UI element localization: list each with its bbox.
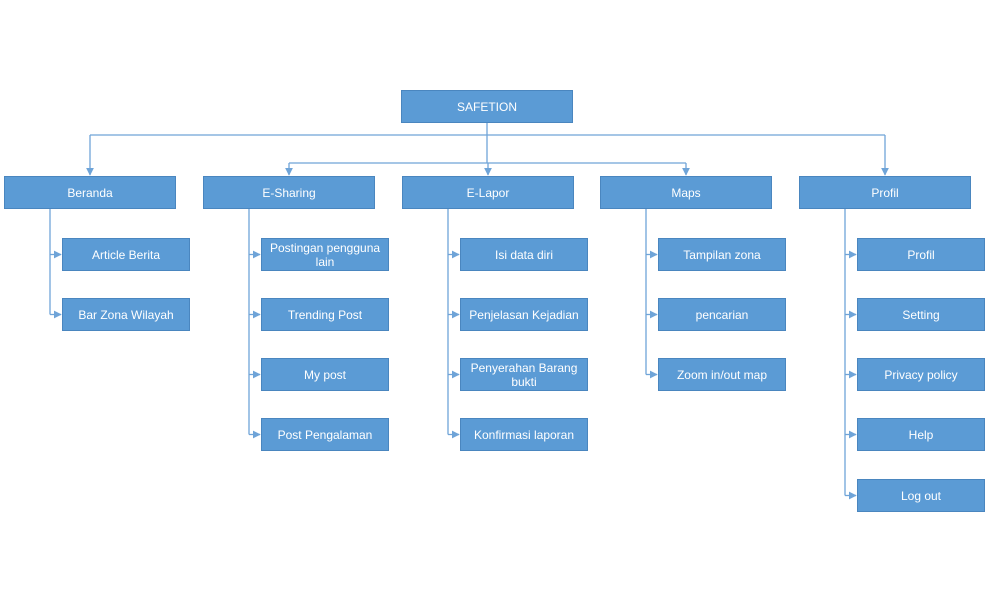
child-node-2-1: Penjelasan Kejadian <box>460 298 588 331</box>
child-node-4-1: Setting <box>857 298 985 331</box>
child-node-1-2: My post <box>261 358 389 391</box>
child-node-3-1: pencarian <box>658 298 786 331</box>
child-node-2-3: Konfirmasi laporan <box>460 418 588 451</box>
category-node-e-sharing: E-Sharing <box>203 176 375 209</box>
child-node-1-3: Post Pengalaman <box>261 418 389 451</box>
root-node: SAFETION <box>401 90 573 123</box>
category-node-profil: Profil <box>799 176 971 209</box>
category-node-maps: Maps <box>600 176 772 209</box>
child-node-0-0: Article Berita <box>62 238 190 271</box>
child-node-1-0: Postingan pengguna lain <box>261 238 389 271</box>
child-node-4-2: Privacy policy <box>857 358 985 391</box>
child-node-4-4: Log out <box>857 479 985 512</box>
category-node-e-lapor: E-Lapor <box>402 176 574 209</box>
child-node-2-0: Isi data diri <box>460 238 588 271</box>
child-node-1-1: Trending Post <box>261 298 389 331</box>
category-node-beranda: Beranda <box>4 176 176 209</box>
child-node-3-2: Zoom in/out map <box>658 358 786 391</box>
child-node-3-0: Tampilan zona <box>658 238 786 271</box>
child-node-4-3: Help <box>857 418 985 451</box>
child-node-4-0: Profil <box>857 238 985 271</box>
child-node-0-1: Bar Zona Wilayah <box>62 298 190 331</box>
child-node-2-2: Penyerahan Barang bukti <box>460 358 588 391</box>
